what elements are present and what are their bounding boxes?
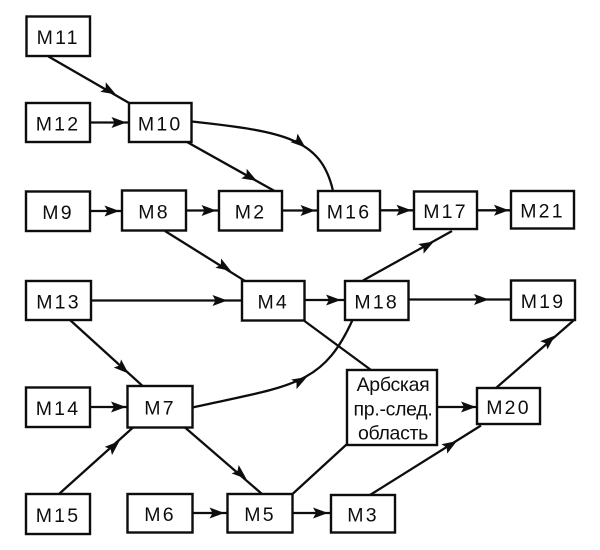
svg-text:M4: M4 — [257, 292, 289, 314]
svg-text:M15: M15 — [36, 505, 81, 527]
svg-text:M16: M16 — [327, 202, 372, 224]
svg-text:M9: M9 — [42, 202, 74, 224]
svg-text:M13: M13 — [36, 291, 81, 313]
svg-text:M2: M2 — [235, 202, 267, 224]
svg-text:M19: M19 — [521, 291, 566, 313]
svg-text:M12: M12 — [36, 113, 81, 135]
svg-text:M10: M10 — [138, 113, 183, 135]
svg-text:M8: M8 — [138, 202, 170, 224]
svg-text:M7: M7 — [144, 398, 176, 420]
svg-text:Арбская: Арбская — [357, 374, 430, 396]
svg-text:M17: M17 — [423, 201, 468, 223]
svg-text:M20: M20 — [486, 397, 531, 419]
svg-text:M6: M6 — [144, 504, 176, 526]
svg-text:M21: M21 — [520, 201, 565, 223]
svg-text:M3: M3 — [347, 505, 379, 527]
svg-text:M14: M14 — [36, 398, 81, 420]
svg-text:область: область — [358, 422, 428, 444]
svg-text:M18: M18 — [354, 291, 399, 313]
svg-text:пр.-след.: пр.-след. — [354, 399, 433, 421]
svg-text:M5: M5 — [244, 504, 276, 526]
svg-text:M11: M11 — [37, 27, 80, 49]
